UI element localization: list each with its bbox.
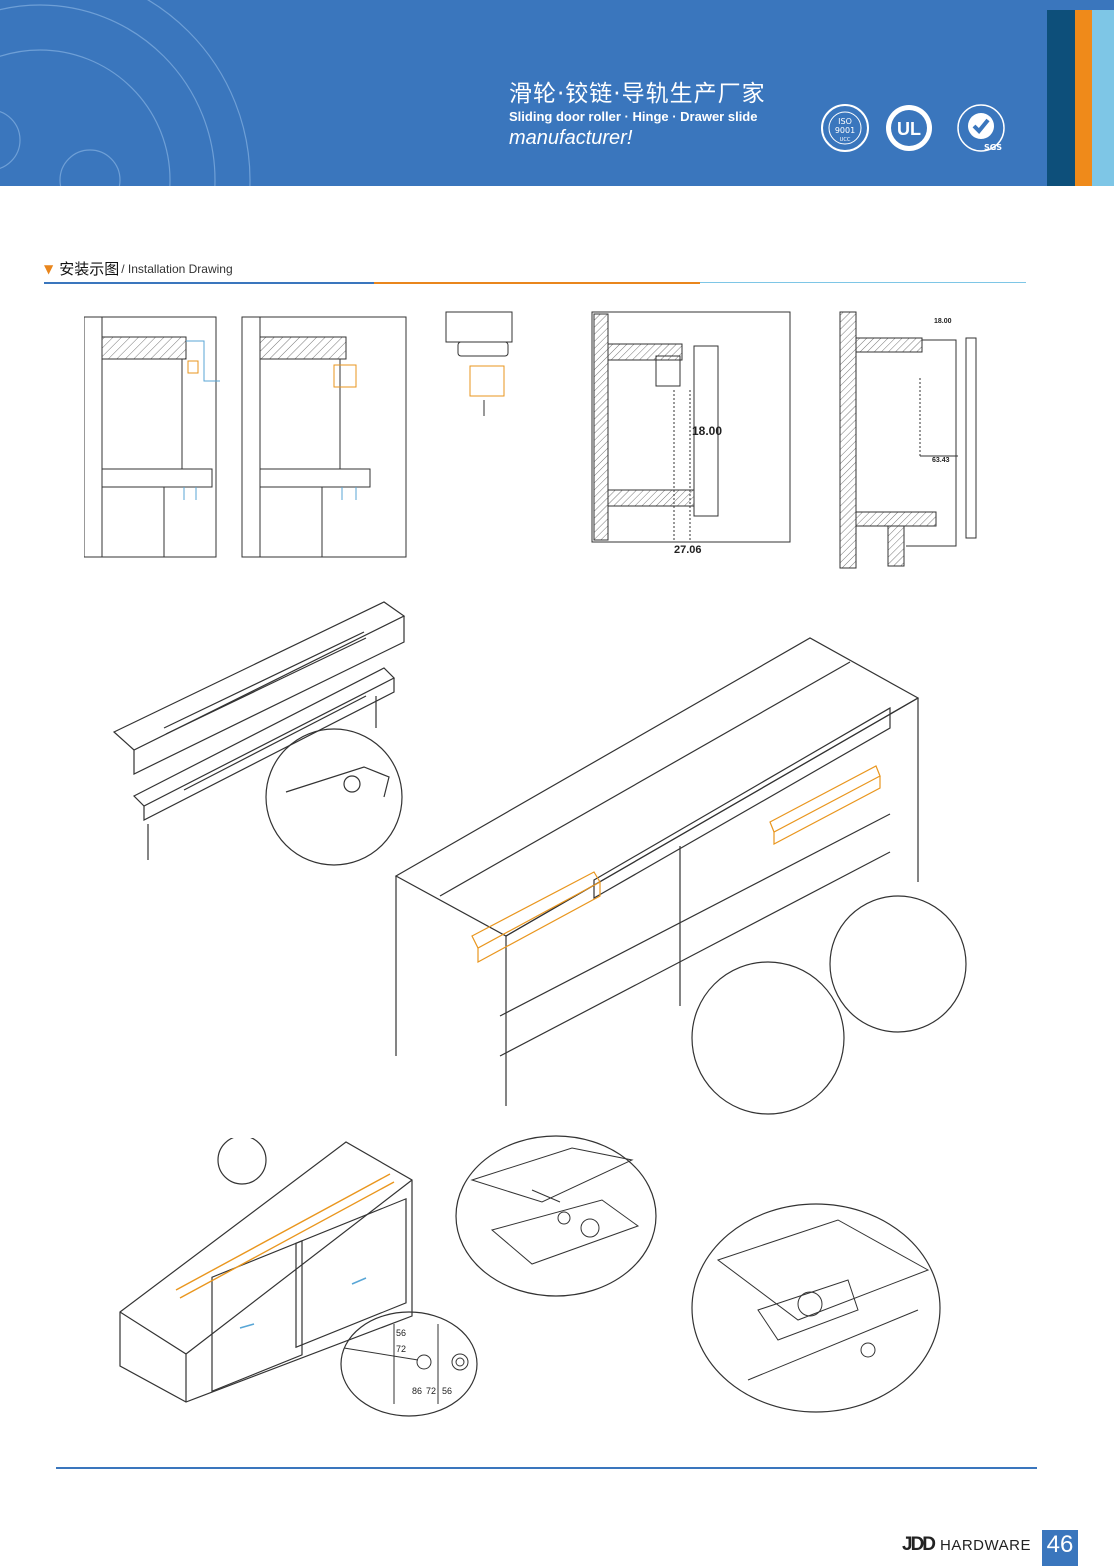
iso-text: ISO <box>838 117 852 126</box>
bracket-detail <box>445 311 513 416</box>
iso-9001-badge: ISO 9001 UCC <box>821 104 869 152</box>
sgs-text: SGS <box>984 143 1002 152</box>
lever-detail <box>455 1135 657 1297</box>
title-manufacturer: manufacturer! <box>509 127 633 149</box>
stripe-orange <box>1075 10 1092 186</box>
section-rule-blue <box>44 282 374 284</box>
section-rule-light <box>700 282 1026 283</box>
ucc-text: UCC <box>840 137 851 143</box>
section-title-en: / Installation Drawing <box>121 261 233 276</box>
footer-brand: JDD HARDWARE <box>902 1534 1031 1556</box>
page-number: 46 <box>1042 1530 1078 1560</box>
ul-text: UL <box>897 119 921 139</box>
scale-label-3: 86 <box>412 1386 422 1396</box>
title-english: Sliding door roller · Hinge · Drawer sli… <box>509 109 758 124</box>
header-band: 滑轮·铰链·导轨生产厂家 Sliding door roller · Hinge… <box>0 0 1114 186</box>
section-title: ▼ 安装示图 / Installation Drawing <box>44 258 233 279</box>
brand-text: HARDWARE <box>940 1536 1031 1554</box>
stripe-dark <box>1047 10 1075 186</box>
dim-label-top-1800: 18.00 <box>934 318 952 325</box>
brand-logo: JDD <box>902 1534 936 1555</box>
installation-step-sections <box>84 316 407 558</box>
dim-label-2706: 27.06 <box>674 544 702 556</box>
stripe-light <box>1092 10 1114 186</box>
dim-label-1800: 18.00 <box>692 424 722 438</box>
footer-rule <box>56 1467 1037 1469</box>
triangle-marker-icon: ▼ <box>44 261 54 276</box>
ul-badge: UL <box>886 105 932 151</box>
page-number-tail <box>1042 1560 1078 1566</box>
section-dimension-a: 18.00 27.06 <box>591 311 791 556</box>
cabinet-isometric <box>394 637 967 1115</box>
scale-label-4: 72 <box>426 1386 436 1396</box>
scale-label-5: 56 <box>442 1386 452 1396</box>
scale-label-2: 72 <box>396 1344 406 1354</box>
title-chinese: 滑轮·铰链·导轨生产厂家 <box>509 81 766 107</box>
scale-adjustment-detail: 56 72 86 72 56 <box>340 1311 478 1417</box>
slide-exploded-view <box>112 601 406 866</box>
sgs-badge: SGS <box>957 104 1005 152</box>
dim-label-6343: 63.43 <box>932 457 950 464</box>
section-dimension-b: 18.00 63.43 <box>839 311 977 569</box>
clip-detail <box>691 1203 941 1413</box>
section-rule-orange <box>374 282 700 284</box>
drawer-isometric <box>119 1138 413 1403</box>
decorative-arcs <box>0 0 251 186</box>
section-title-cn: 安装示图 <box>59 260 120 278</box>
iso-number: 9001 <box>835 126 855 135</box>
scale-label-1: 56 <box>396 1328 406 1338</box>
